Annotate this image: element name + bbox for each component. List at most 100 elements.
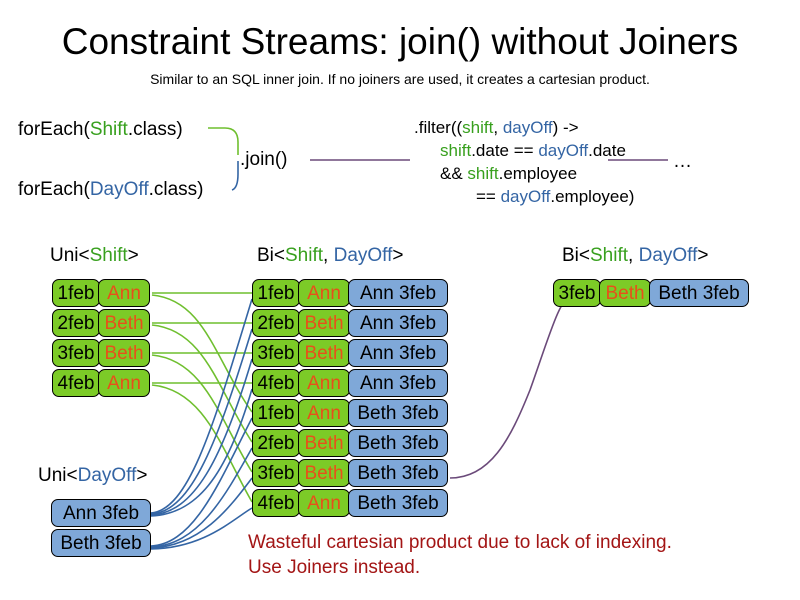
filter-l1-comma: , xyxy=(493,118,503,137)
foreach-shift-suffix: .class) xyxy=(127,119,183,140)
foreach-dayoff-type: DayOff xyxy=(89,179,149,200)
caption-bi-middle-type2: DayOff xyxy=(333,245,393,266)
dayoff-fact-row[interactable]: Ann 3feb xyxy=(51,499,151,527)
joined-employee-cell: Beth xyxy=(298,459,350,487)
filter-l2-end: .date xyxy=(588,141,626,160)
caption-uni-dayoff: Uni<DayOff> xyxy=(38,465,148,487)
filter-l3-a: && xyxy=(440,164,468,183)
caption-uni-shift-type: Shift xyxy=(89,245,128,266)
joined-fact-row[interactable]: 2feb Beth Ann 3feb xyxy=(252,309,448,337)
joined-fact-row[interactable]: 1feb Ann Beth 3feb xyxy=(252,399,448,427)
caption-bi-middle: Bi<Shift, DayOff> xyxy=(257,245,403,267)
filter-l2-shift: shift xyxy=(440,141,472,160)
filter-l4-b: .employee) xyxy=(550,187,635,206)
joined-fact-row[interactable]: 3feb Beth Ann 3feb xyxy=(252,339,448,367)
shift-employee-cell: Ann xyxy=(98,369,150,397)
joined-date-cell: 2feb xyxy=(252,429,300,457)
joined-dayoff-cell: Ann 3feb xyxy=(348,279,448,307)
code-join-label: .join() xyxy=(240,149,288,170)
shift-employee-cell: Beth xyxy=(98,309,150,337)
filtered-fact-row[interactable]: 3feb Beth Beth 3feb xyxy=(553,279,749,307)
caption-bi-right-suffix: > xyxy=(697,245,709,266)
code-foreach-shift: forEach(Shift.class) xyxy=(18,118,183,142)
foreach-dayoff-prefix: forEach( xyxy=(18,179,90,200)
foreach-shift-type: Shift xyxy=(89,119,128,140)
code-filter-block: .filter((shift, dayOff) -> shift.date ==… xyxy=(414,116,634,208)
page-title: Constraint Streams: join() without Joine… xyxy=(61,21,739,62)
joined-employee-cell: Beth xyxy=(298,309,350,337)
caption-uni-shift-suffix: > xyxy=(127,245,139,266)
filter-l1-shift: shift xyxy=(462,118,494,137)
joined-fact-row[interactable]: 3feb Beth Beth 3feb xyxy=(252,459,448,487)
joined-dayoff-cell: Beth 3feb xyxy=(348,399,448,427)
caption-bi-middle-prefix: Bi< xyxy=(257,245,285,266)
filter-l1-b: ) -> xyxy=(552,118,579,137)
filtered-dayoff-cell: Beth 3feb xyxy=(649,279,749,307)
joined-dayoff-cell: Beth 3feb xyxy=(348,459,448,487)
joined-dayoff-cell: Ann 3feb xyxy=(348,339,448,367)
filter-l4-a: == xyxy=(476,187,501,206)
joined-employee-cell: Ann xyxy=(298,489,350,517)
filter-l3-shift: shift xyxy=(467,164,499,183)
joined-dayoff-cell: Beth 3feb xyxy=(348,489,448,517)
joined-date-cell: 4feb xyxy=(252,369,300,397)
shift-fact-row[interactable]: 3feb Beth xyxy=(52,339,150,367)
caption-uni-shift-prefix: Uni< xyxy=(50,245,90,266)
joined-date-cell: 4feb xyxy=(252,489,300,517)
dayoff-label-cell: Ann 3feb xyxy=(51,499,151,527)
foreach-dayoff-suffix: .class) xyxy=(148,179,204,200)
caption-bi-right-prefix: Bi< xyxy=(562,245,590,266)
filter-l4-dayoff: dayOff xyxy=(500,187,551,206)
code-foreach-dayoff: forEach(DayOff.class) xyxy=(18,178,204,202)
shift-fact-row[interactable]: 2feb Beth xyxy=(52,309,150,337)
filter-l3-b: .employee xyxy=(498,164,578,183)
warning-line-1: Wasteful cartesian product due to lack o… xyxy=(248,532,672,553)
shift-fact-row[interactable]: 4feb Ann xyxy=(52,369,150,397)
shift-fact-row[interactable]: 1feb Ann xyxy=(52,279,150,307)
filter-l2-dayoff: dayOff xyxy=(538,141,589,160)
joined-employee-cell: Ann xyxy=(298,399,350,427)
caption-uni-shift: Uni<Shift> xyxy=(50,245,139,267)
foreach-shift-prefix: forEach( xyxy=(18,119,90,140)
caption-uni-dayoff-prefix: Uni< xyxy=(38,465,78,486)
warning-line-2: Use Joiners instead. xyxy=(248,557,421,578)
caption-uni-dayoff-suffix: > xyxy=(136,465,148,486)
joined-fact-row[interactable]: 2feb Beth Beth 3feb xyxy=(252,429,448,457)
joined-dayoff-cell: Beth 3feb xyxy=(348,429,448,457)
caption-bi-right-type1: Shift xyxy=(590,245,629,266)
caption-bi-middle-type1: Shift xyxy=(285,245,324,266)
shift-date-cell: 3feb xyxy=(52,339,100,367)
filter-l2-mid: .date == xyxy=(471,141,539,160)
page-subtitle: Similar to an SQL inner join. If no join… xyxy=(150,71,650,87)
joined-fact-row[interactable]: 1feb Ann Ann 3feb xyxy=(252,279,448,307)
joined-date-cell: 2feb xyxy=(252,309,300,337)
joined-fact-row[interactable]: 4feb Ann Beth 3feb xyxy=(252,489,448,517)
filter-l1-a: .filter(( xyxy=(414,118,463,137)
caption-bi-right-type2: DayOff xyxy=(638,245,698,266)
joined-dayoff-cell: Ann 3feb xyxy=(348,309,448,337)
caption-bi-right: Bi<Shift, DayOff> xyxy=(562,245,708,267)
shift-date-cell: 4feb xyxy=(52,369,100,397)
filtered-employee-cell: Beth xyxy=(599,279,651,307)
joined-date-cell: 1feb xyxy=(252,279,300,307)
dayoff-fact-row[interactable]: Beth 3feb xyxy=(51,529,151,557)
caption-bi-middle-sep: , xyxy=(323,245,334,266)
code-ellipsis: … xyxy=(673,151,692,172)
filtered-date-cell: 3feb xyxy=(553,279,601,307)
joined-employee-cell: Ann xyxy=(298,369,350,397)
caption-uni-dayoff-type: DayOff xyxy=(77,465,137,486)
filter-l1-dayoff: dayOff xyxy=(502,118,553,137)
caption-bi-right-sep: , xyxy=(628,245,639,266)
joined-employee-cell: Beth xyxy=(298,339,350,367)
caption-bi-middle-suffix: > xyxy=(392,245,404,266)
shift-employee-cell: Beth xyxy=(98,339,150,367)
dayoff-label-cell: Beth 3feb xyxy=(51,529,151,557)
joined-dayoff-cell: Ann 3feb xyxy=(348,369,448,397)
joined-date-cell: 3feb xyxy=(252,459,300,487)
shift-date-cell: 2feb xyxy=(52,309,100,337)
joined-date-cell: 3feb xyxy=(252,339,300,367)
shift-date-cell: 1feb xyxy=(52,279,100,307)
joined-fact-row[interactable]: 4feb Ann Ann 3feb xyxy=(252,369,448,397)
shift-employee-cell: Ann xyxy=(98,279,150,307)
